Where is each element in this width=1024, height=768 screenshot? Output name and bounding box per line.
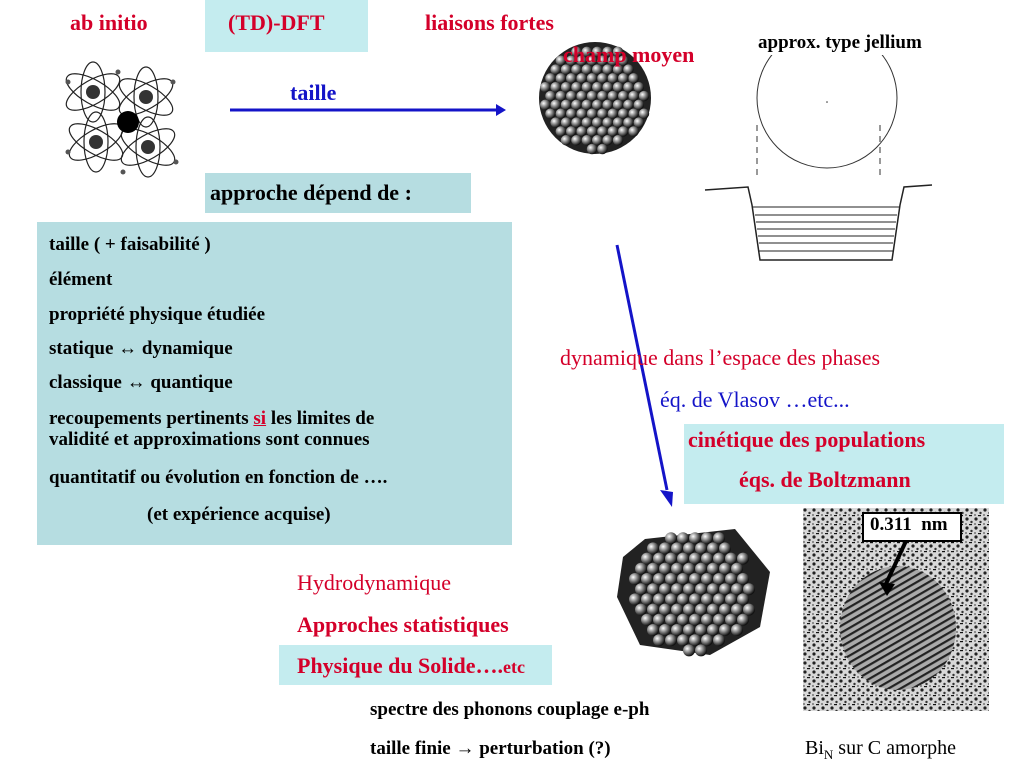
label-liaisons-fortes: liaisons fortes bbox=[425, 10, 554, 35]
si-highlight: si bbox=[253, 408, 267, 429]
criteria-item-taille: taille ( + faisabilité ) bbox=[49, 234, 211, 255]
criteria-item-propriete: propriété physique étudiée bbox=[49, 304, 266, 325]
double-arrow-icon: ↔ bbox=[126, 372, 146, 393]
jellium-diagram bbox=[704, 55, 933, 261]
criteria-item-quantitatif: quantitatif ou évolution en fonction de … bbox=[49, 467, 388, 488]
dynamics-line4: éqs. de Boltzmann bbox=[739, 467, 911, 492]
taille-arrow bbox=[230, 104, 506, 116]
cinetique-box: cinétique des populations éqs. de Boltzm… bbox=[684, 424, 1004, 504]
tem-micrograph bbox=[803, 508, 989, 711]
label-approches-statistiques: Approches statistiques bbox=[297, 612, 509, 637]
label-taille-finie: taille finie → perturbation (?) bbox=[370, 738, 611, 759]
right-arrow-icon: → bbox=[455, 738, 475, 759]
label-physique-solide: Physique du Solide….etc bbox=[297, 653, 525, 678]
solide-box bbox=[279, 645, 552, 685]
tem-scale-label: 0.311 nm bbox=[870, 514, 948, 535]
label-td-dft: (TD)-DFT bbox=[228, 10, 325, 35]
cluster-large-icon bbox=[539, 42, 651, 155]
label-hydrodynamique: Hydrodynamique bbox=[297, 570, 451, 595]
criteria-item-statique: statique ↔ dynamique bbox=[49, 338, 233, 359]
label-champ-moyen: champ moyen bbox=[563, 42, 695, 67]
label-ab-initio: ab initio bbox=[70, 10, 148, 35]
dynamics-arrow bbox=[615, 244, 673, 507]
criteria-item-classique: classique ↔ quantique bbox=[49, 372, 233, 393]
dynamics-line3: cinétique des populations bbox=[688, 427, 926, 452]
double-arrow-icon: ↔ bbox=[118, 338, 138, 359]
approche-heading: approche dépend de : bbox=[205, 173, 471, 213]
criteria-item-experience: (et expérience acquise) bbox=[147, 504, 331, 525]
criteria-item-element: élément bbox=[49, 269, 113, 290]
criteria-item-recoupements: recoupements pertinents si les limites d… bbox=[49, 408, 375, 450]
tem-caption: BiN sur C amorphe bbox=[805, 737, 957, 762]
label-jellium: approx. type jellium bbox=[758, 32, 922, 53]
dynamics-line2: éq. de Vlasov …etc... bbox=[660, 387, 850, 412]
cluster-faceted-icon bbox=[617, 529, 770, 657]
criteria-box: taille ( + faisabilité ) élément proprié… bbox=[37, 222, 512, 545]
dynamics-line1: dynamique dans l’espace des phases bbox=[560, 345, 881, 370]
label-phonons: spectre des phonons couplage e-ph bbox=[370, 699, 650, 720]
label-taille: taille bbox=[290, 80, 337, 105]
td-dft-box: (TD)-DFT bbox=[205, 0, 368, 52]
atoms-icon bbox=[65, 61, 179, 178]
